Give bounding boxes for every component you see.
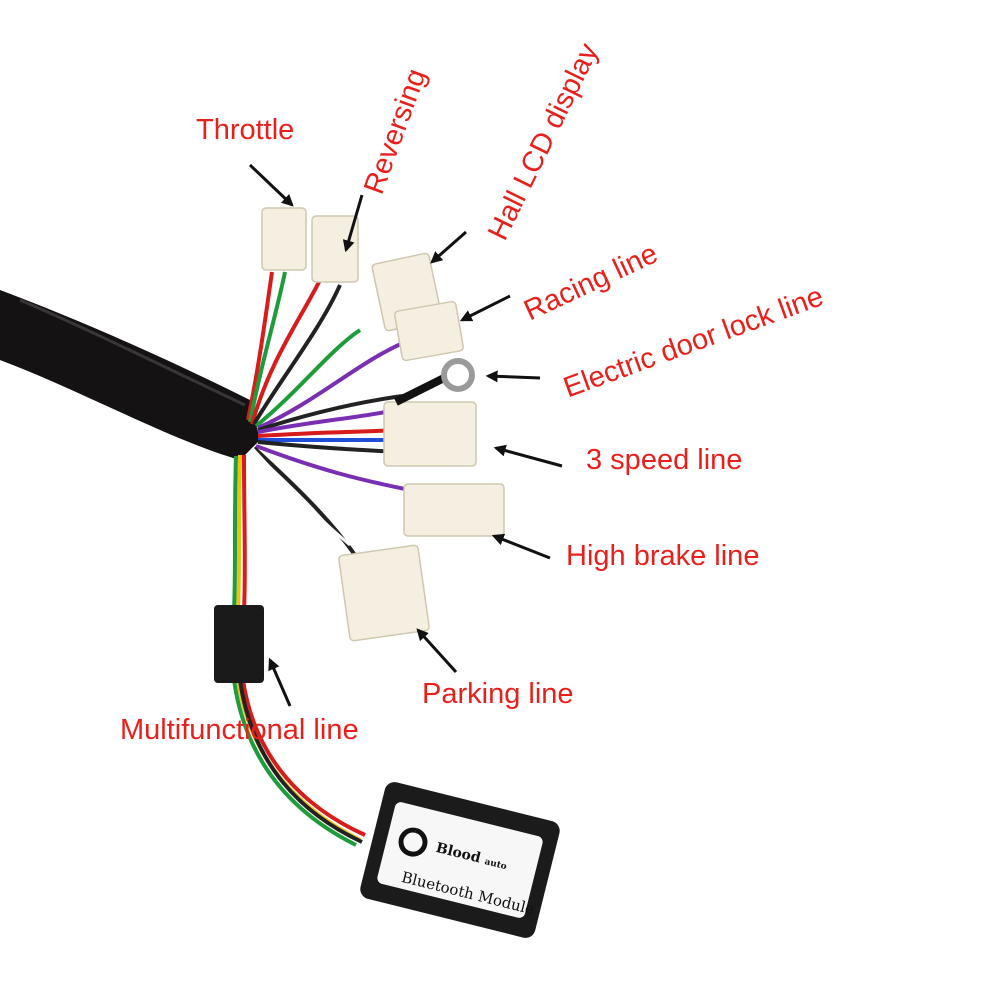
parking-connector [338,544,430,642]
label-multifunctional: Multifunctional line [120,714,359,746]
label-high-brake: High brake line [566,540,760,572]
label-throttle: Throttle [196,114,295,146]
arrow-reversing [342,194,364,253]
racing-connector [394,300,464,362]
multifunction-plug [214,605,264,683]
high-brake-connector [403,483,505,537]
sheath-tape [19,298,246,407]
cable-sheath [0,290,260,460]
arrow-door [485,370,541,383]
arrow-hall [430,230,467,264]
arrow-multi [268,657,292,707]
label-3speed: 3 speed line [586,444,743,476]
ring-terminal [394,358,475,406]
arrow-parking [416,628,458,674]
wire-bundle-upper [246,271,411,557]
arrow-brake [491,533,551,560]
bluetooth-module-box [360,782,560,938]
speed3-connector [383,401,477,467]
pointer-arrows [248,163,563,707]
wire-bundle-lower [232,454,366,847]
arrow-throttle [248,163,294,207]
throttle-connector [261,207,307,271]
label-parking: Parking line [422,678,574,710]
arrow-racing [459,294,511,322]
brand-logo-icon [398,827,428,857]
arrow-3speed [493,444,563,468]
connectors [261,207,505,642]
reversing-connector [311,215,359,283]
